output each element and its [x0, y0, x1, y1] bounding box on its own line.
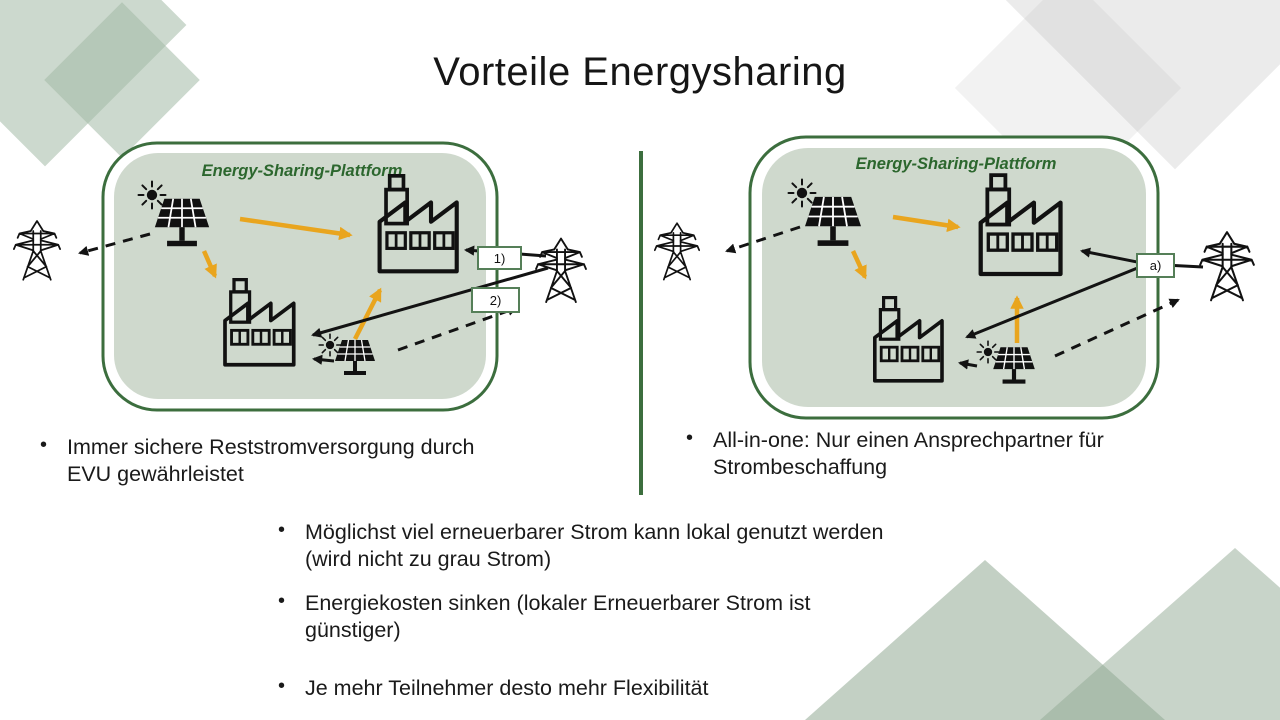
bullet-marker: •	[686, 427, 694, 449]
transmission-tower-icon	[12, 219, 62, 281]
tag-a-box	[1136, 253, 1175, 278]
yellow-arrow-solar-to-factory1	[892, 214, 961, 233]
bullet-text: Energiekosten sinken (lokaler Erneuerbar…	[305, 591, 811, 643]
yellow-arrow-solar-to-factory2	[201, 250, 218, 279]
vertical-divider	[639, 151, 643, 495]
page-title: Vorteile Energysharing	[433, 50, 847, 94]
right-diagram-bullet: • All-in-one: Nur einen Ansprechpartner …	[686, 427, 1226, 481]
bullet-marker: •	[278, 590, 286, 613]
tag-2-box	[471, 287, 520, 313]
bullet-marker: •	[278, 675, 286, 698]
sun-icon	[976, 340, 1000, 364]
dashed-export-line-left	[78, 232, 151, 256]
list-item: • Energiekosten sinken (lokaler Erneuerb…	[278, 590, 1038, 644]
left-diagram-bullet: • Immer sichere Reststromversorgung durc…	[40, 434, 600, 488]
list-item: • Möglichst viel erneuerbarer Strom kann…	[278, 519, 1038, 573]
transmission-tower-icon	[653, 222, 701, 281]
sun-icon	[137, 180, 167, 210]
bullet-marker: •	[40, 434, 48, 456]
tag-a-label: a)	[1150, 258, 1162, 273]
right-energy-sharing-diagram: Energy-Sharing-Plattform a)	[653, 135, 1256, 420]
grid-supply-fork-lower	[965, 263, 1146, 339]
sun-icon	[787, 178, 817, 208]
decor-mountain-right	[1040, 548, 1280, 720]
bullet-text: Möglichst viel erneuerbarer Strom kann l…	[305, 520, 884, 572]
list-item: • Je mehr Teilnehmer desto mehr Flexibil…	[278, 675, 1038, 702]
dashed-export-line-right	[1054, 298, 1180, 358]
yellow-arrow-solar-to-factory1	[239, 216, 353, 241]
bullet-text: Je mehr Teilnehmer desto mehr Flexibilit…	[305, 676, 709, 701]
platform-label: Energy-Sharing-Plattform	[856, 155, 1057, 173]
dashed-export-line-right	[397, 305, 518, 352]
yellow-arrow-solar-to-factory2	[850, 250, 868, 280]
tag-1-box	[477, 246, 522, 270]
tag-2-label: 2)	[490, 293, 502, 308]
yellow-arrow-smallsolar-to-factory1	[352, 287, 383, 341]
sun-icon	[318, 333, 342, 357]
bullet-marker: •	[278, 519, 286, 541]
platform-fill	[114, 153, 486, 399]
transmission-tower-icon	[1198, 231, 1256, 302]
grid-supply-line-2	[311, 266, 549, 338]
bullet-text: Immer sichere Reststromversorgung durch …	[67, 435, 475, 487]
black-arrow-smallsolar-to-factory2	[311, 354, 335, 365]
tag-1-label: 1)	[494, 251, 506, 266]
black-arrow-smallsolar-to-factory2	[957, 359, 978, 370]
dashed-export-line-left	[725, 225, 801, 254]
bullet-text: All-in-one: Nur einen Ansprechpartner fü…	[713, 428, 1104, 480]
left-energy-sharing-diagram: Energy-Sharing-Plattform 1) 2)	[12, 141, 588, 412]
platform-fill	[762, 148, 1146, 407]
platform-label: Energy-Sharing-Plattform	[202, 162, 403, 180]
bottom-bullet-list: • Möglichst viel erneuerbarer Strom kann…	[278, 519, 1038, 702]
